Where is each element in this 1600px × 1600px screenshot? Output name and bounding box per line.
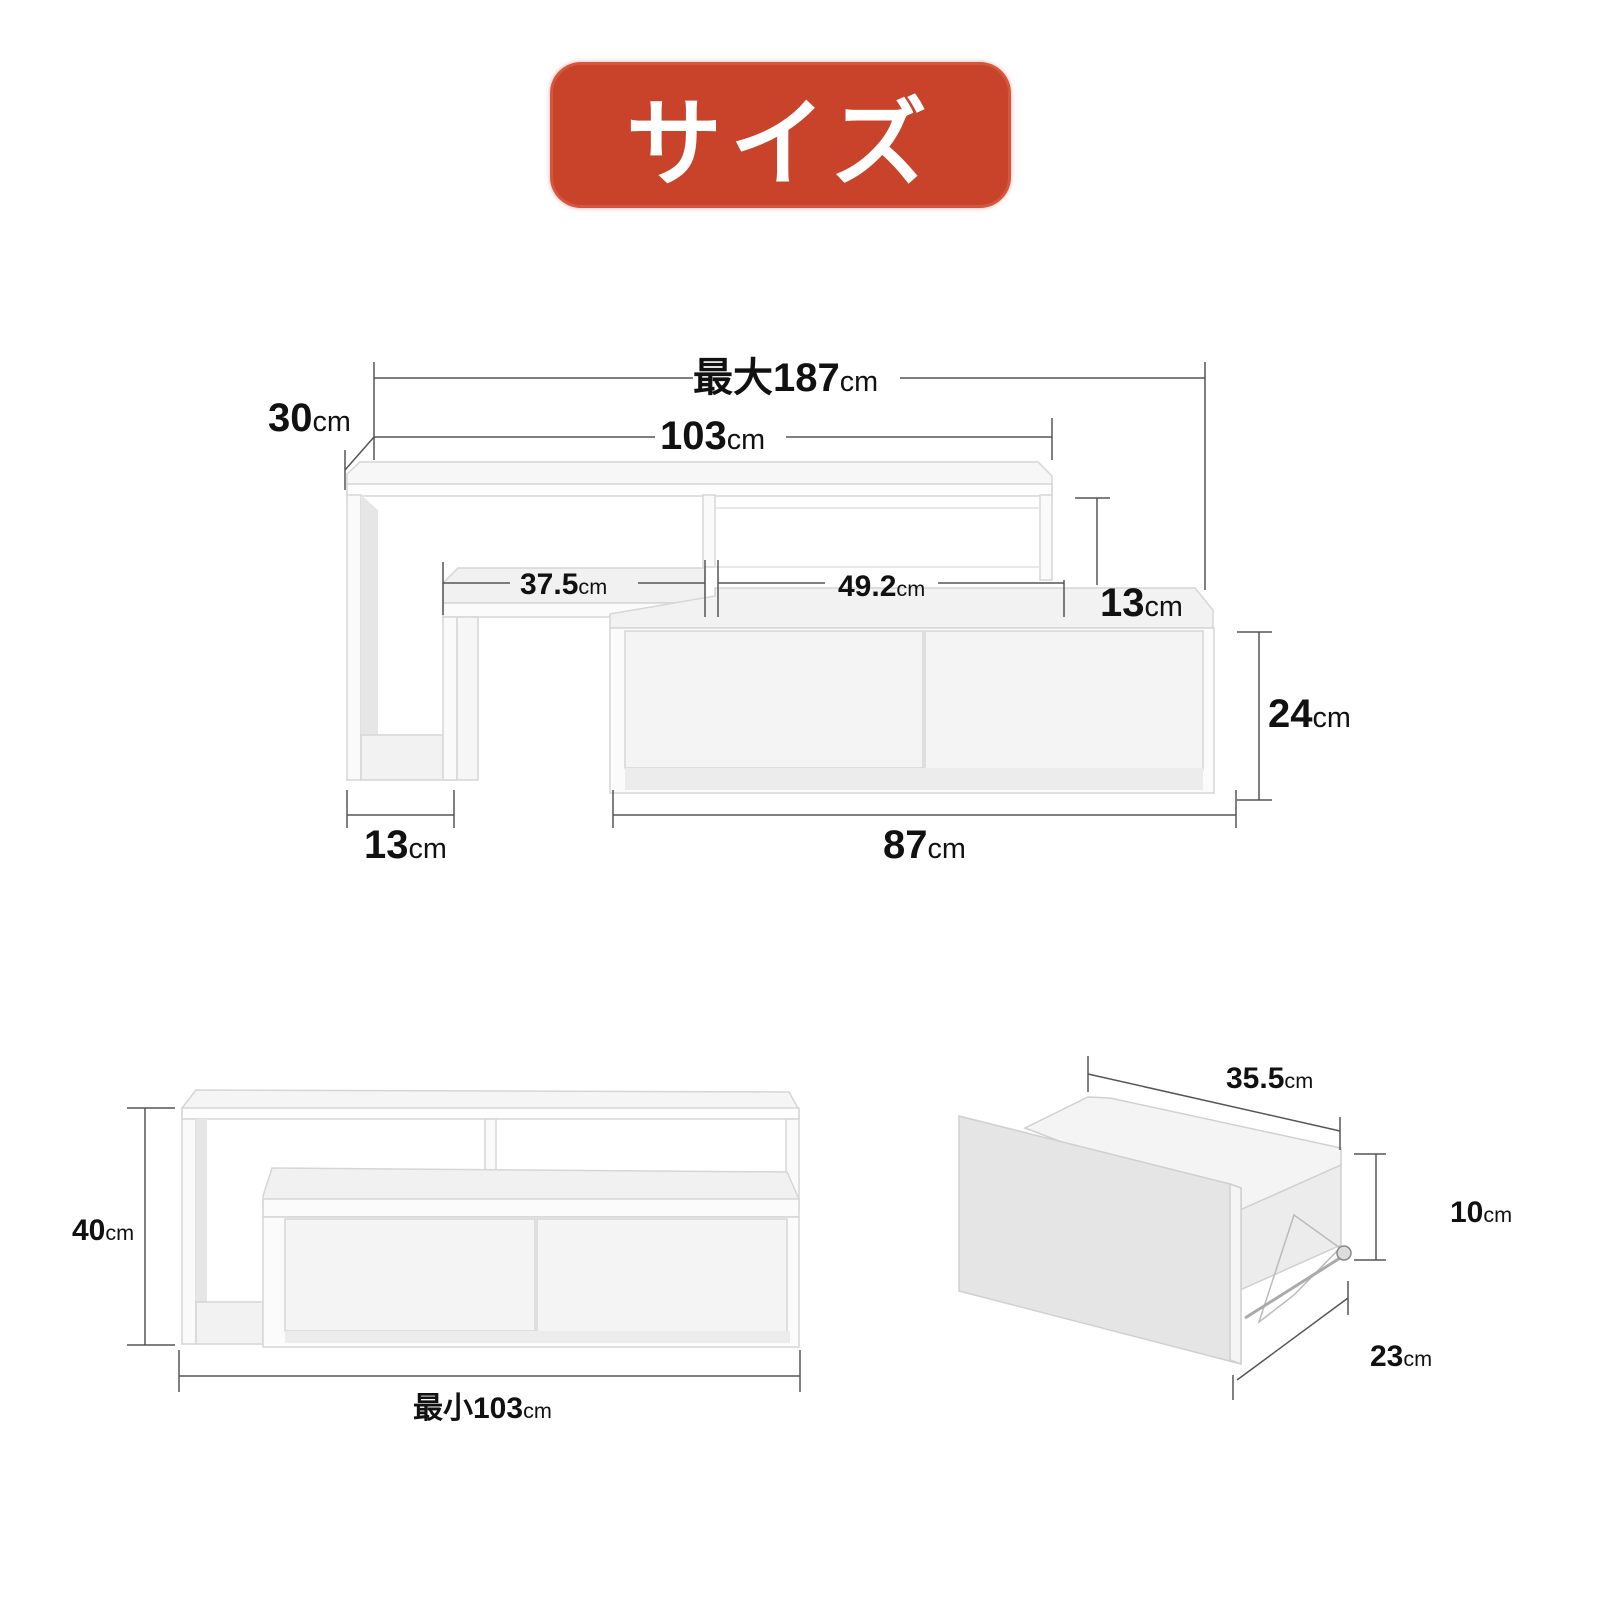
dimension-lines-drawer — [1087, 1056, 1386, 1400]
label-left-leg-width: 13cm — [364, 823, 447, 867]
label-cabinet-width: 87cm — [883, 823, 966, 867]
label-depth: 30cm — [268, 396, 351, 440]
label-drawer-depth: 23cm — [1370, 1340, 1433, 1373]
label-left-shelf: 37.5cm — [520, 568, 608, 601]
label-right-shelf: 49.2cm — [838, 570, 926, 603]
label-max-width: 最大187cm — [693, 356, 879, 400]
label-min-width: 最小103cm — [413, 1392, 552, 1425]
label-shelf-height: 13cm — [1100, 581, 1183, 625]
extended-tv-stand — [346, 461, 1215, 794]
label-cabinet-height: 24cm — [1268, 692, 1351, 736]
dimension-lines-collapsed — [127, 1107, 801, 1392]
label-collapsed-height: 40cm — [72, 1214, 135, 1247]
label-top-width: 103cm — [660, 414, 766, 458]
label-drawer-height: 10cm — [1450, 1196, 1513, 1229]
collapsed-tv-stand — [181, 1089, 800, 1348]
dimension-lines-extended — [344, 362, 1272, 828]
drawer — [958, 1096, 1352, 1366]
title-text: サイズ — [625, 87, 936, 200]
title-badge: サイズ — [553, 65, 1008, 205]
label-drawer-width: 35.5cm — [1226, 1062, 1314, 1095]
